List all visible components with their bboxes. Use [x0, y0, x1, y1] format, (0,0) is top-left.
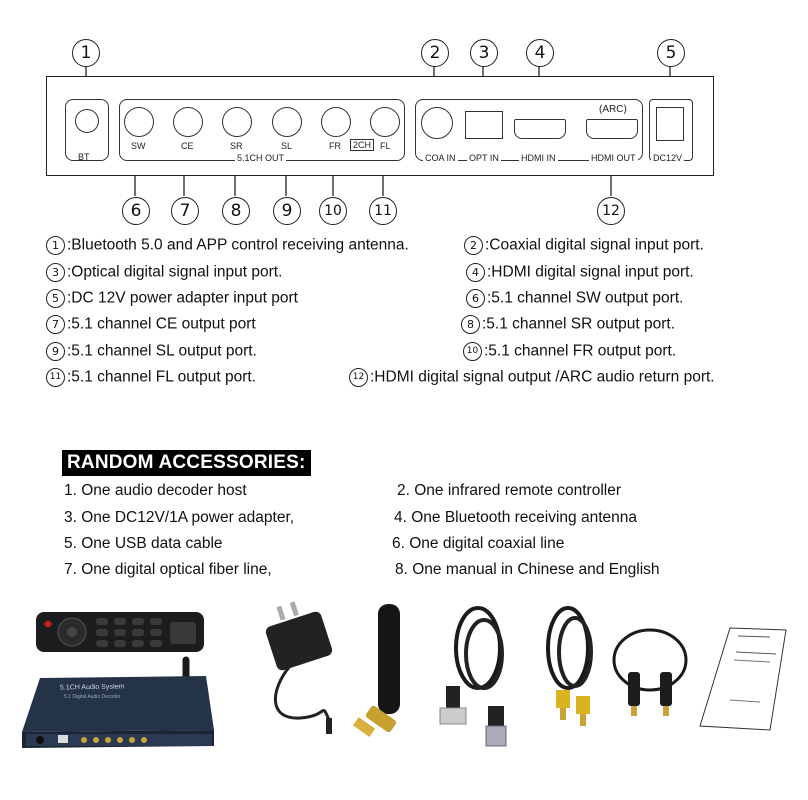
- desc-3: 3:Optical digital signal input port.: [46, 263, 282, 282]
- desc-9-number: 9: [46, 342, 65, 361]
- arc-label: (ARC): [599, 104, 627, 115]
- desc-6-text: :5.1 channel SW output port.: [487, 289, 684, 307]
- desc-12: 12:HDMI digital signal output /ARC audio…: [349, 368, 715, 387]
- coaxial-cable-image: [546, 606, 593, 726]
- desc-2: 2:Coaxial digital signal input port.: [464, 236, 704, 255]
- sl-label: SL: [281, 141, 293, 151]
- device-title: 5.1CH Audio System: [59, 683, 125, 692]
- sr-jack: [222, 107, 252, 137]
- desc-8-text: :5.1 channel SR output port.: [482, 315, 676, 333]
- desc-8: 8:5.1 channel SR output port.: [461, 315, 675, 334]
- ce-label: CE: [181, 141, 194, 151]
- callout-6: 6: [122, 197, 150, 225]
- sw-jack: [124, 107, 154, 137]
- manual-image: [699, 627, 787, 731]
- fr-jack: [321, 107, 351, 137]
- desc-2-text: :Coaxial digital signal input port.: [485, 236, 704, 254]
- 2ch-label: 2CH: [350, 139, 375, 151]
- device-rear-panel: BT SW CE SR SL FR 2CH FL 5.1CH OUT (ARC)…: [46, 76, 714, 176]
- callout-5: 5: [657, 39, 685, 67]
- callout-10: 10: [319, 197, 347, 225]
- desc-1: 1:Bluetooth 5.0 and APP control receivin…: [46, 236, 409, 255]
- usb-cable-image: [439, 606, 507, 747]
- callout-2: 2: [421, 39, 449, 67]
- hdmi-out-jack: [586, 119, 638, 139]
- 51ch-out-label: 5.1CH OUT: [235, 153, 287, 163]
- coa-in-label: COA IN: [423, 153, 458, 163]
- desc-11-text: :5.1 channel FL output port.: [67, 368, 256, 386]
- desc-10-text: :5.1 channel FR output port.: [484, 342, 677, 360]
- desc-7: 7:5.1 channel CE output port: [46, 315, 256, 334]
- remote-control-image: [36, 612, 204, 652]
- hdmi-out-label: HDMI OUT: [589, 153, 638, 163]
- desc-4: 4:HDMI digital signal input port.: [466, 263, 694, 282]
- desc-8-number: 8: [461, 315, 480, 334]
- desc-7-text: :5.1 channel CE output port: [67, 315, 256, 333]
- accessory-item: 5. One USB data cable: [64, 535, 223, 552]
- desc-4-text: :HDMI digital signal input port.: [487, 263, 694, 281]
- desc-4-number: 4: [466, 263, 485, 282]
- desc-3-number: 3: [46, 263, 65, 282]
- coax-jack: [421, 107, 453, 139]
- callout-3: 3: [470, 39, 498, 67]
- dc12v-label: DC12V: [651, 153, 685, 163]
- desc-3-text: :Optical digital signal input port.: [67, 263, 283, 281]
- fl-label: FL: [380, 141, 391, 151]
- sw-label: SW: [131, 141, 146, 151]
- callout-4: 4: [526, 39, 554, 67]
- accessories-heading: RANDOM ACCESSORIES:: [62, 450, 311, 476]
- accessory-item: 1. One audio decoder host: [64, 482, 247, 499]
- power-adapter-image: [265, 601, 333, 734]
- hdmi-in-jack: [514, 119, 566, 139]
- desc-2-number: 2: [464, 236, 483, 255]
- bt-port-box: [65, 99, 109, 161]
- fr-label: FR: [329, 141, 341, 151]
- callout-12: 12: [597, 197, 625, 225]
- accessory-item: 8. One manual in Chinese and English: [395, 561, 660, 578]
- accessory-item: 2. One infrared remote controller: [397, 482, 621, 499]
- desc-1-text: :Bluetooth 5.0 and APP control receiving…: [67, 236, 409, 254]
- dc-jack: [656, 107, 684, 141]
- desc-10-number: 10: [463, 342, 482, 361]
- hdmi-in-label: HDMI IN: [519, 153, 558, 163]
- desc-12-number: 12: [349, 368, 368, 387]
- optical-cable-image: [612, 628, 688, 716]
- desc-5-text: :DC 12V power adapter input port: [67, 289, 298, 307]
- desc-11: 11:5.1 channel FL output port.: [46, 368, 256, 387]
- sl-jack: [272, 107, 302, 137]
- desc-5-number: 5: [46, 289, 65, 308]
- optical-jack: [465, 111, 503, 139]
- accessory-item: 3. One DC12V/1A power adapter,: [64, 509, 295, 526]
- accessory-item: 7. One digital optical fiber line,: [64, 561, 272, 578]
- desc-1-number: 1: [46, 236, 65, 255]
- callout-11: 11: [369, 197, 397, 225]
- desc-9-text: :5.1 channel SL output port.: [67, 342, 257, 360]
- accessory-item: 4. One Bluetooth receiving antenna: [394, 509, 638, 526]
- desc-5: 5:DC 12V power adapter input port: [46, 289, 298, 308]
- desc-6: 6:5.1 channel SW output port.: [466, 289, 683, 308]
- sr-label: SR: [230, 141, 243, 151]
- callout-8: 8: [222, 197, 250, 225]
- bluetooth-antenna-image: [352, 604, 400, 737]
- desc-11-number: 11: [46, 368, 65, 387]
- bt-antenna-jack: [75, 109, 99, 133]
- ch51-group-box: [119, 99, 405, 161]
- callout-1: 1: [72, 39, 100, 67]
- decoder-host-image: [22, 656, 214, 748]
- desc-12-text: :HDMI digital signal output /ARC audio r…: [370, 368, 715, 386]
- callout-7: 7: [171, 197, 199, 225]
- desc-6-number: 6: [466, 289, 485, 308]
- opt-in-label: OPT IN: [467, 153, 501, 163]
- desc-10: 10:5.1 channel FR output port.: [463, 342, 676, 361]
- ce-jack: [173, 107, 203, 137]
- device-subtitle: 5.1 Digital Audio Decoder: [64, 694, 121, 700]
- fl-jack: [370, 107, 400, 137]
- accessory-item: 6. One digital coaxial line: [392, 535, 565, 552]
- desc-7-number: 7: [46, 315, 65, 334]
- desc-9: 9:5.1 channel SL output port.: [46, 342, 257, 361]
- bt-label: BT: [78, 152, 90, 162]
- callout-9: 9: [273, 197, 301, 225]
